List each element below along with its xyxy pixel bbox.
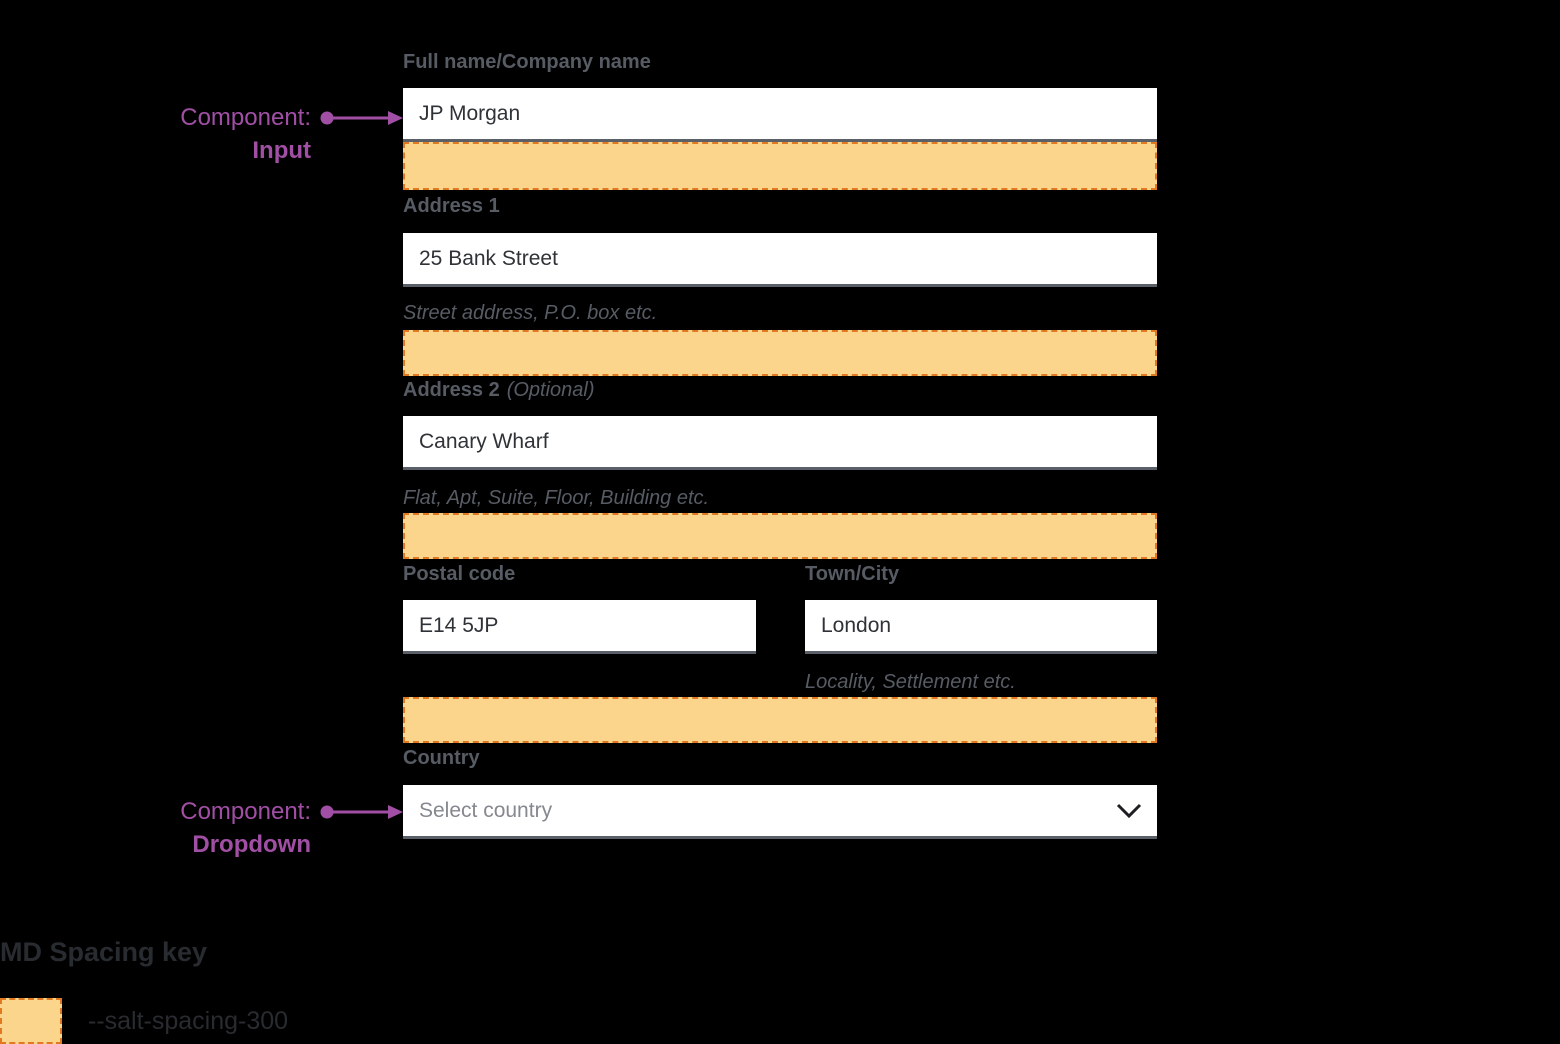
label-text: Country [403,747,480,769]
spacing-block-300 [403,697,1157,743]
label-text: Town/City [805,563,900,585]
spacing-key-title: MD Spacing key [0,937,208,967]
input-value: 25 Bank Street [419,246,558,270]
label-text: Address 2 [403,379,500,401]
spacing-key-swatch [0,998,62,1044]
address1-helper-text: Street address, P.O. box etc. [403,302,658,324]
field-label-country: Country [403,746,480,770]
input-value: Canary Wharf [419,429,549,453]
annotation-component-name: Dropdown [192,831,311,858]
field-label-full-name: Full name/Company name [403,50,651,74]
field-label-town-city: Town/City [805,562,899,586]
town-city-helper-text: Locality, Settlement etc. [805,671,1016,693]
postal-code-input[interactable]: E14 5JP [403,600,756,654]
annotation-component-name: Input [252,137,311,164]
address2-helper-text: Flat, Apt, Suite, Floor, Building etc. [403,487,710,509]
dropdown-placeholder: Select country [419,798,553,822]
full-name-input[interactable]: JP Morgan [403,88,1157,142]
spacing-block-300 [403,330,1157,376]
label-text: Address 1 [403,195,500,217]
spacing-key-token: --salt-spacing-300 [88,1007,289,1035]
arrow-right-icon [320,805,403,819]
country-dropdown[interactable]: Select country [403,785,1157,839]
address2-input[interactable]: Canary Wharf [403,416,1157,470]
annotation-prefix: Component: [180,104,311,131]
label-optional-suffix: (Optional) [506,379,595,401]
town-city-input[interactable]: London [805,600,1157,654]
input-value: E14 5JP [419,613,499,637]
spacing-block-300 [403,142,1157,190]
annotation-component-dropdown: Component: Dropdown [60,795,311,861]
field-label-address2: Address 2 (Optional) [403,378,595,402]
input-value: JP Morgan [419,101,521,125]
label-text: Postal code [403,563,516,585]
arrow-right-icon [320,111,403,125]
label-text: Full name/Company name [403,51,651,73]
annotation-prefix: Component: [180,798,311,825]
address1-input[interactable]: 25 Bank Street [403,233,1157,287]
input-value: London [821,613,892,637]
chevron-down-icon [1115,801,1143,821]
field-label-address1: Address 1 [403,194,500,218]
annotation-component-input: Component: Input [60,101,311,167]
spacing-block-300 [403,513,1157,559]
field-label-postal-code: Postal code [403,562,515,586]
